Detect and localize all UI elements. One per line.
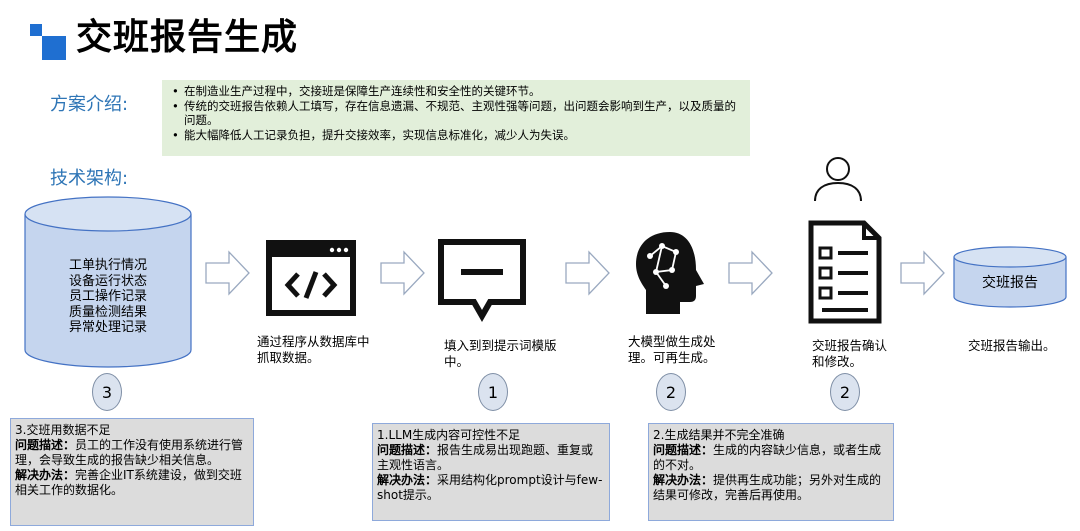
problem-solution: 解决办法：采用结构化prompt设计与few-shot提示。 <box>377 473 603 502</box>
output-caption: 交班报告输出。 <box>968 338 1056 353</box>
code-step-caption: 通过程序从数据库中抓取数据。 <box>257 334 370 365</box>
database-line: 设备运行状态 <box>68 273 147 289</box>
intro-bullet: 能大幅降低人工记录负担，提升交接效率，实现信息标准化，减少人为失误。 <box>172 128 742 143</box>
problem-box-data: 3.交班用数据不足 问题描述：员工的工作没有使用系统进行管理，会导致生成的报告缺… <box>10 418 254 526</box>
intro-bullet: 传统的交班报告依赖人工填写，存在信息遗漏、不规范、主观性强等问题，出问题会影响到… <box>172 99 742 128</box>
prompt-step-caption: 填入到到提示词模版中。 <box>444 338 557 369</box>
flow-arrow-icon <box>205 250 250 296</box>
problem-number-badge: 1 <box>478 373 508 411</box>
database-line: 员工操作记录 <box>68 289 147 304</box>
title-squares-icon <box>30 24 66 60</box>
intro-box: 在制造业生产过程中，交接班是保障生产连续性和安全性的关键环节。 传统的交班报告依… <box>162 80 750 156</box>
problem-description: 问题描述：生成的内容缺少信息，或者生成的不对。 <box>653 443 882 472</box>
database-line: 质量检测结果 <box>68 304 147 320</box>
intro-label: 方案介绍: <box>50 94 129 115</box>
problem-number-badge: 3 <box>92 373 122 411</box>
problem-heading: 3.交班用数据不足 <box>15 423 111 437</box>
person-icon <box>814 157 862 202</box>
problem-solution: 解决办法：完善企业IT系统建设，做到交班相关工作的数据化。 <box>15 468 242 497</box>
database-line: 工单执行情况 <box>68 258 147 273</box>
flow-arrow-icon <box>565 250 610 296</box>
checklist-icon <box>808 220 882 324</box>
problem-heading: 1.LLM生成内容可控性不足 <box>377 428 521 442</box>
intro-bullet: 在制造业生产过程中，交接班是保障生产连续性和安全性的关键环节。 <box>172 84 742 99</box>
ai-head-icon <box>636 232 704 314</box>
prompt-bubble-icon <box>438 239 526 323</box>
flow-arrow-icon <box>728 250 773 296</box>
problem-heading: 2.生成结果并不完全准确 <box>653 428 785 442</box>
problem-number-badge: 2 <box>656 373 686 411</box>
database-content: 工单执行情况 设备运行状态 员工操作记录 质量检测结果 异常处理记录 <box>40 258 176 336</box>
flow-arrow-icon <box>380 250 425 296</box>
problem-box-llm: 1.LLM生成内容可控性不足 问题描述：报告生成易出现跑题、重复或主观性语言。 … <box>372 423 610 521</box>
flow-arrow-icon <box>900 250 945 296</box>
problem-solution: 解决办法：提供再生成功能；另外对生成的结果可修改，完善后再使用。 <box>653 473 882 502</box>
arch-label: 技术架构: <box>50 168 129 189</box>
report-label: 交班报告 <box>982 275 1038 291</box>
database-line: 异常处理记录 <box>68 320 147 335</box>
database-cylinder <box>24 196 192 368</box>
report-cylinder <box>953 246 1067 308</box>
problem-description: 问题描述：员工的工作没有使用系统进行管理，会导致生成的报告缺少相关信息。 <box>15 438 244 467</box>
problem-number-badge: 2 <box>830 373 860 411</box>
problem-box-accuracy: 2.生成结果并不完全准确 问题描述：生成的内容缺少信息，或者生成的不对。 解决办… <box>648 423 894 521</box>
problem-description: 问题描述：报告生成易出现跑题、重复或主观性语言。 <box>377 443 594 472</box>
page-title: 交班报告生成 <box>76 17 299 58</box>
confirm-step-caption: 交班报告确认和修改。 <box>812 338 888 369</box>
llm-step-caption: 大模型做生成处理。可再生成。 <box>628 334 716 365</box>
code-window-icon <box>266 240 356 316</box>
